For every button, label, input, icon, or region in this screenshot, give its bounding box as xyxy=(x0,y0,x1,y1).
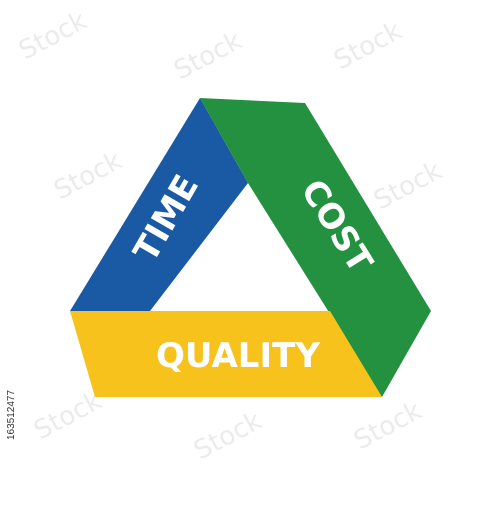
quality-band xyxy=(70,311,382,397)
quality-label: QUALITY xyxy=(156,336,320,376)
watermark-text: Stock xyxy=(369,156,447,216)
watermark-text: Stock xyxy=(49,146,127,206)
watermark-text: Stock xyxy=(349,396,427,456)
watermark-text: Stock xyxy=(14,6,92,66)
cost-band xyxy=(200,98,431,397)
watermark-text: Stock xyxy=(189,406,267,466)
watermark-text: Stock xyxy=(329,16,407,76)
stock-id-text: 163512477 xyxy=(6,390,17,440)
watermark-text: Stock xyxy=(169,26,247,86)
time-band xyxy=(70,98,248,311)
